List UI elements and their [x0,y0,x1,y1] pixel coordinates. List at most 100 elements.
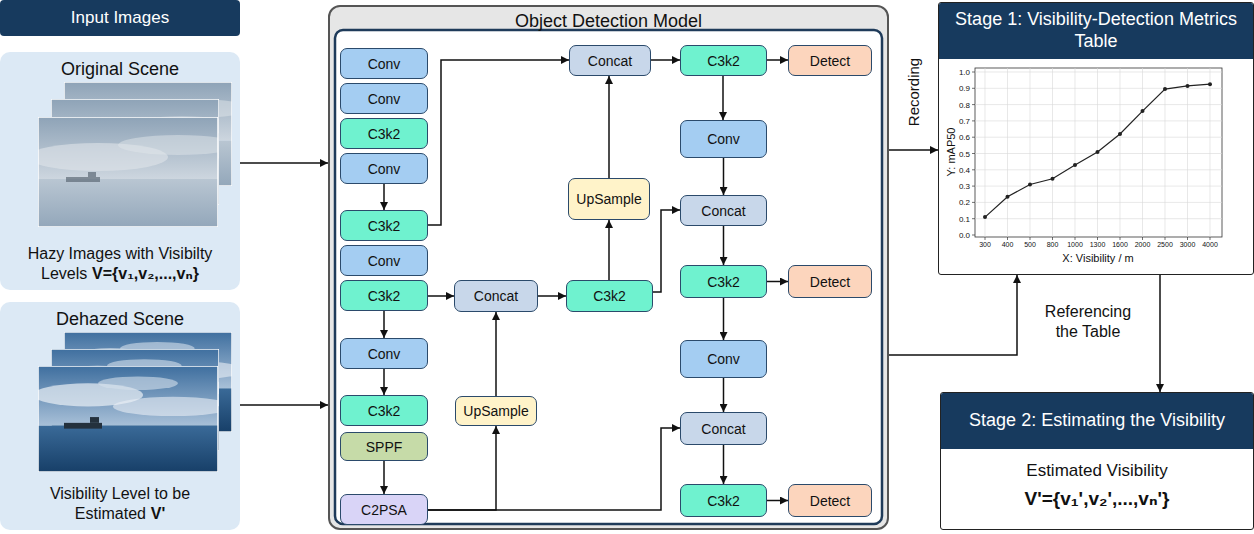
connector [428,60,569,225]
visibility-symbol: V' [151,505,165,522]
x-tick-label: 1600 [1112,241,1128,248]
x-tick-label: 300 [979,241,991,248]
connector [723,226,725,265]
connector [767,59,788,61]
layer-block: Concat [680,195,767,226]
stage-text: Estimated Visibility [941,461,1253,481]
x-tick-label: 3000 [1180,241,1196,248]
hazy-image-stack [28,82,251,227]
layer-block: Detect [788,265,872,298]
connector [767,281,788,283]
block-label: C3k2 [593,288,626,304]
connector [767,500,788,502]
block-label: UpSample [576,191,641,207]
block-label: Conv [368,91,401,107]
layer-block: C3k2 [340,118,428,149]
layer-block: Conv [340,48,428,79]
visibility-symbol: V'={v₁',v₂',...,vₙ'} [941,487,1253,510]
data-line [985,84,1210,217]
stage-box: Stage 2: Estimating the VisibilityEstima… [940,392,1254,530]
block-label: SPPF [366,439,403,455]
layer-block: UpSample [455,396,537,426]
layer-block: C3k2 [340,280,428,311]
connector [383,311,385,338]
layer-block: SPPF [340,432,428,461]
connector [889,275,1017,355]
x-tick-label: 2000 [1135,241,1151,248]
panel-title: Original Scene [0,52,240,80]
connector [240,404,328,406]
y-tick-label: 0.5 [959,149,970,158]
block-label: Conv [707,131,740,147]
block-label: Detect [810,493,850,509]
caption-text: Visibility Level to be Estimated [50,485,190,522]
data-points [983,82,1212,219]
layer-block: UpSample [568,178,650,220]
x-tick-label: 4000 [1202,241,1218,248]
panel-caption: Visibility Level to be EstimatedV' [10,484,230,524]
block-label: C3k2 [707,274,740,290]
connector [651,59,680,61]
axis-title: X: Visibility / m [1062,252,1133,264]
layer-block: C3k2 [340,395,428,426]
y-tick-label: 0.8 [959,100,970,109]
layer-block: Conv [680,120,767,158]
panel-caption: Hazy Images with Visibilty LevelsV={v₁,v… [10,244,230,284]
y-tick-label: 0.0 [959,231,970,240]
x-tick-label: 500 [1024,241,1036,248]
layer-block: Concat [569,45,651,76]
block-label: C3k2 [707,53,740,69]
layer-block: Conv [340,153,428,184]
layer-block: Detect [788,45,872,76]
block-label: Concat [588,53,632,69]
layer-block: Conv [340,83,428,114]
section-header: Input Images [0,0,240,36]
edge-label: Recording [905,58,922,126]
line-chart [972,68,1222,240]
block-label: Detect [810,53,850,69]
connector [608,220,610,280]
x-tick-label: 400 [1002,241,1014,248]
grid-lines [975,68,1222,237]
block-label: C3k2 [368,126,401,142]
block-label: Concat [701,421,745,437]
y-tick-label: 0.3 [959,182,970,191]
layer-block: C3k2 [680,45,767,76]
layer-block: Concat [454,280,538,312]
header-text: Input Images [71,8,169,28]
connector [723,378,725,412]
connector [383,184,385,210]
block-label: C2PSA [361,502,407,518]
block-label: Conv [368,253,401,269]
layer-block: C3k2 [340,210,428,241]
x-tick-label: 800 [1047,241,1059,248]
dehazed-image-stack [33,332,246,472]
model-title: Object Detection Model [330,11,887,32]
block-label: Detect [810,274,850,290]
axis-ticks [972,72,1210,240]
layer-block: Concat [680,412,767,445]
stage-header: Stage 1: Visibility-Detection Metrics Ta… [939,3,1253,59]
connector [723,298,725,340]
y-tick-label: 0.9 [959,84,970,93]
y-tick-label: 0.4 [959,165,970,174]
connector [653,210,680,292]
layer-block: Conv [340,245,428,276]
y-tick-label: 0.6 [959,133,970,142]
x-tick-label: 1300 [1090,241,1106,248]
connector [723,445,725,484]
connector [1159,275,1161,392]
block-label: Conv [368,56,401,72]
connector [538,295,566,297]
block-label: Conv [368,346,401,362]
layer-block: C3k2 [566,280,653,312]
connector [889,149,938,151]
x-tick-label: 2500 [1157,241,1173,248]
connector [428,426,496,510]
layer-block: Conv [680,340,767,378]
edge-label: Referencing the Table [1038,302,1138,342]
block-label: Conv [368,161,401,177]
stage-header: Stage 2: Estimating the Visibility [941,393,1253,449]
connector [495,312,497,396]
